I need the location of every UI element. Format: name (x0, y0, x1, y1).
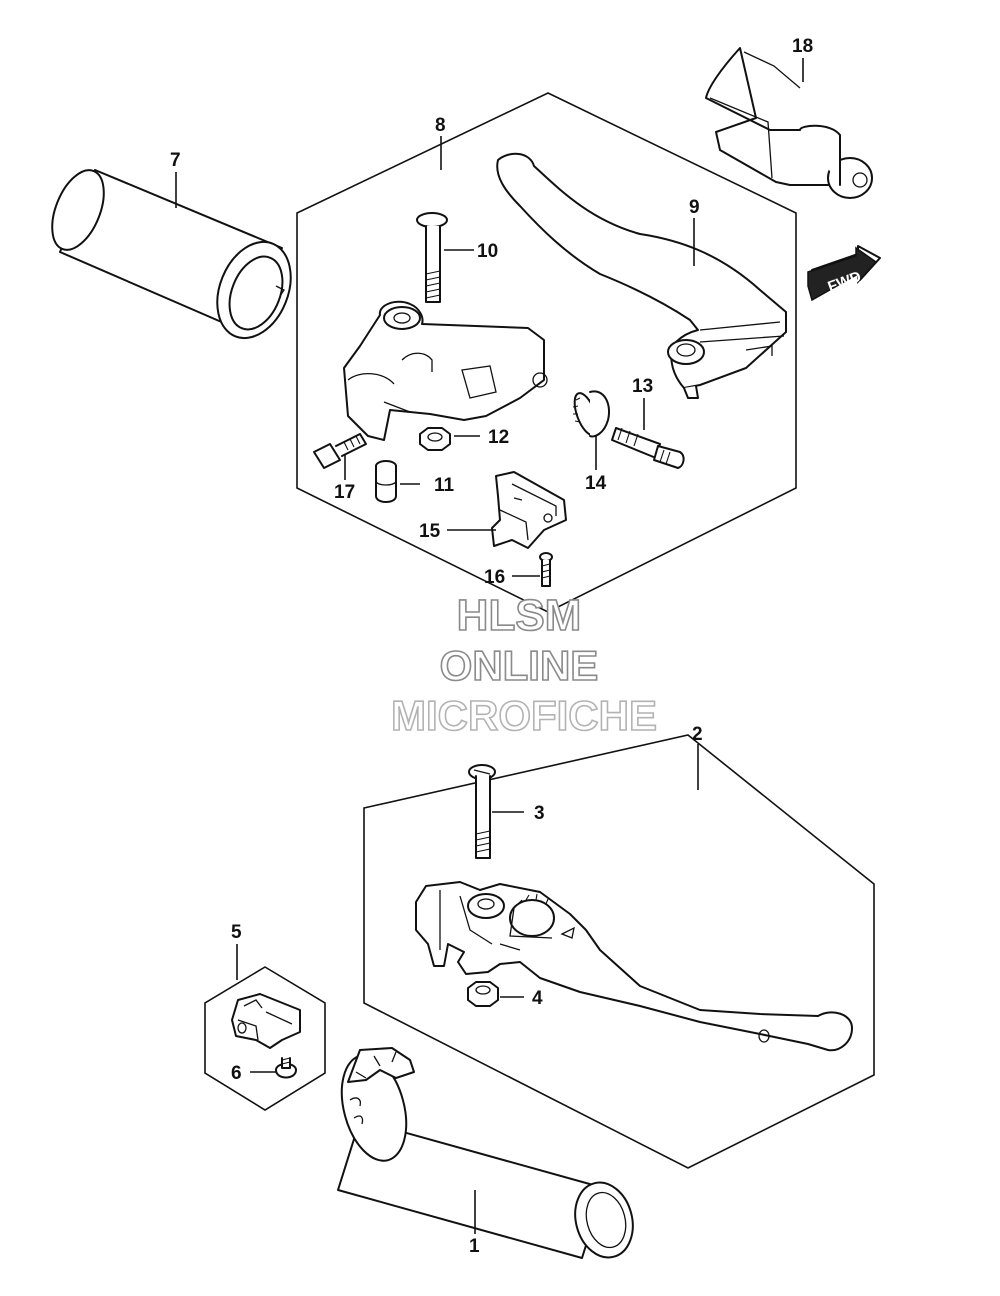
lever-guard-part[interactable] (705, 47, 873, 199)
screw-6-part[interactable] (275, 1057, 297, 1079)
clutch-lever-part[interactable] (496, 152, 787, 399)
callout-15: 15 (419, 521, 441, 542)
callout-3: 3 (534, 803, 545, 824)
brake-switch-5-part[interactable] (231, 993, 301, 1049)
pivot-bolt-part[interactable] (416, 212, 448, 303)
nut-4-part[interactable] (467, 981, 499, 1007)
lever-holder-part[interactable] (343, 300, 548, 441)
grip-left-part[interactable] (42, 163, 304, 349)
group-frame-2 (363, 734, 875, 1169)
callout-8: 8 (435, 115, 446, 136)
group-frame-8 (296, 92, 797, 613)
nut-12-part[interactable] (419, 427, 451, 451)
callout-10: 10 (477, 241, 498, 262)
callout-17: 17 (334, 482, 355, 503)
forward-direction-badge: FWD (807, 245, 881, 302)
callout-14: 14 (585, 473, 607, 494)
callout-6: 6 (231, 1063, 242, 1084)
callout-4: 4 (532, 988, 543, 1009)
bushing-11-part[interactable] (375, 460, 397, 503)
brake-lever-part[interactable] (415, 881, 853, 1052)
callout-16: 16 (484, 567, 505, 588)
grip-right-part[interactable] (331, 1047, 641, 1264)
callout-5: 5 (231, 922, 242, 943)
adjuster-bolt-13-part[interactable] (611, 427, 685, 469)
watermark-line-2: ONLINE (440, 642, 599, 689)
callout-12: 12 (488, 427, 509, 448)
callout-11: 11 (434, 475, 455, 496)
pivot-bolt-3-part[interactable] (468, 764, 496, 859)
callout-1: 1 (469, 1236, 480, 1257)
callout-9: 9 (689, 197, 700, 218)
leader-lines (175, 58, 804, 1234)
group-frame-5 (204, 966, 326, 1111)
callout-2: 2 (692, 724, 703, 745)
clutch-switch-15-part[interactable] (491, 471, 567, 549)
watermark-line-3: MICROFICHE (391, 692, 657, 739)
callout-labels: 7 8 18 9 10 12 11 17 15 16 14 13 2 3 4 5… (170, 36, 813, 1257)
adjuster-nut-14-part[interactable] (570, 390, 610, 438)
screw-17-part[interactable] (313, 433, 367, 469)
watermark-line-1: HLSM (457, 591, 582, 640)
screw-16-part[interactable] (539, 552, 553, 587)
callout-13: 13 (632, 376, 653, 397)
callout-7: 7 (170, 150, 181, 171)
watermark: HLSM ONLINE MICROFICHE (390, 590, 658, 740)
callout-18: 18 (792, 36, 813, 57)
